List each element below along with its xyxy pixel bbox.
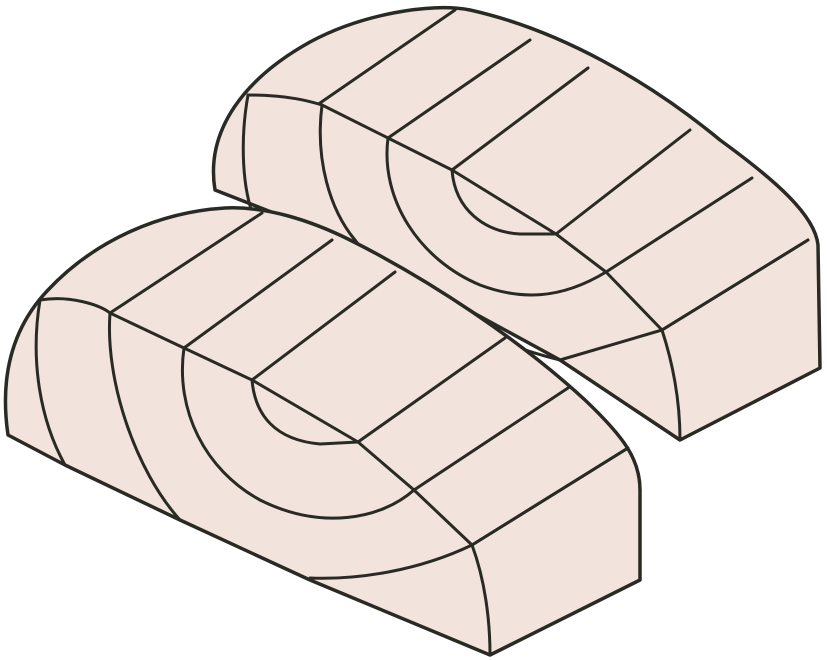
back-fillet-arc-inner bbox=[450, 168, 558, 236]
front-fillet-body bbox=[3, 206, 642, 657]
back-fillet-body bbox=[211, 5, 822, 442]
back-fillet-seam-5 bbox=[604, 176, 754, 274]
back-fillet-arc-2 bbox=[318, 103, 357, 242]
front-fillet-top-edge bbox=[38, 297, 630, 547]
front-fillet-side-edge bbox=[470, 543, 492, 657]
back-fillet-seam-1 bbox=[318, 8, 457, 105]
front-fillet-seam-1 bbox=[108, 211, 264, 315]
front-fillet-arc-3 bbox=[180, 346, 416, 520]
front-fillet-seam-4 bbox=[356, 336, 507, 444]
back-fillet-seam-2 bbox=[386, 38, 532, 140]
back-fillet-top-edge bbox=[246, 93, 810, 332]
front-fillet-seam-5 bbox=[412, 386, 570, 492]
back-fillet-side-edge bbox=[660, 328, 682, 442]
front-fillet-arc-outer bbox=[34, 298, 67, 467]
front-fillet-arc-inner bbox=[250, 378, 360, 446]
front-fillet bbox=[3, 206, 642, 657]
front-fillet-seam-3 bbox=[250, 270, 397, 382]
front-fillet-arc-4 bbox=[308, 543, 474, 580]
front-fillet-seam-2 bbox=[182, 238, 334, 350]
front-fillet-arc-2 bbox=[107, 311, 182, 522]
back-fillet-seam-4 bbox=[554, 128, 692, 236]
back-fillet-arc-3 bbox=[385, 136, 608, 297]
back-fillet-seam-3 bbox=[450, 66, 590, 172]
